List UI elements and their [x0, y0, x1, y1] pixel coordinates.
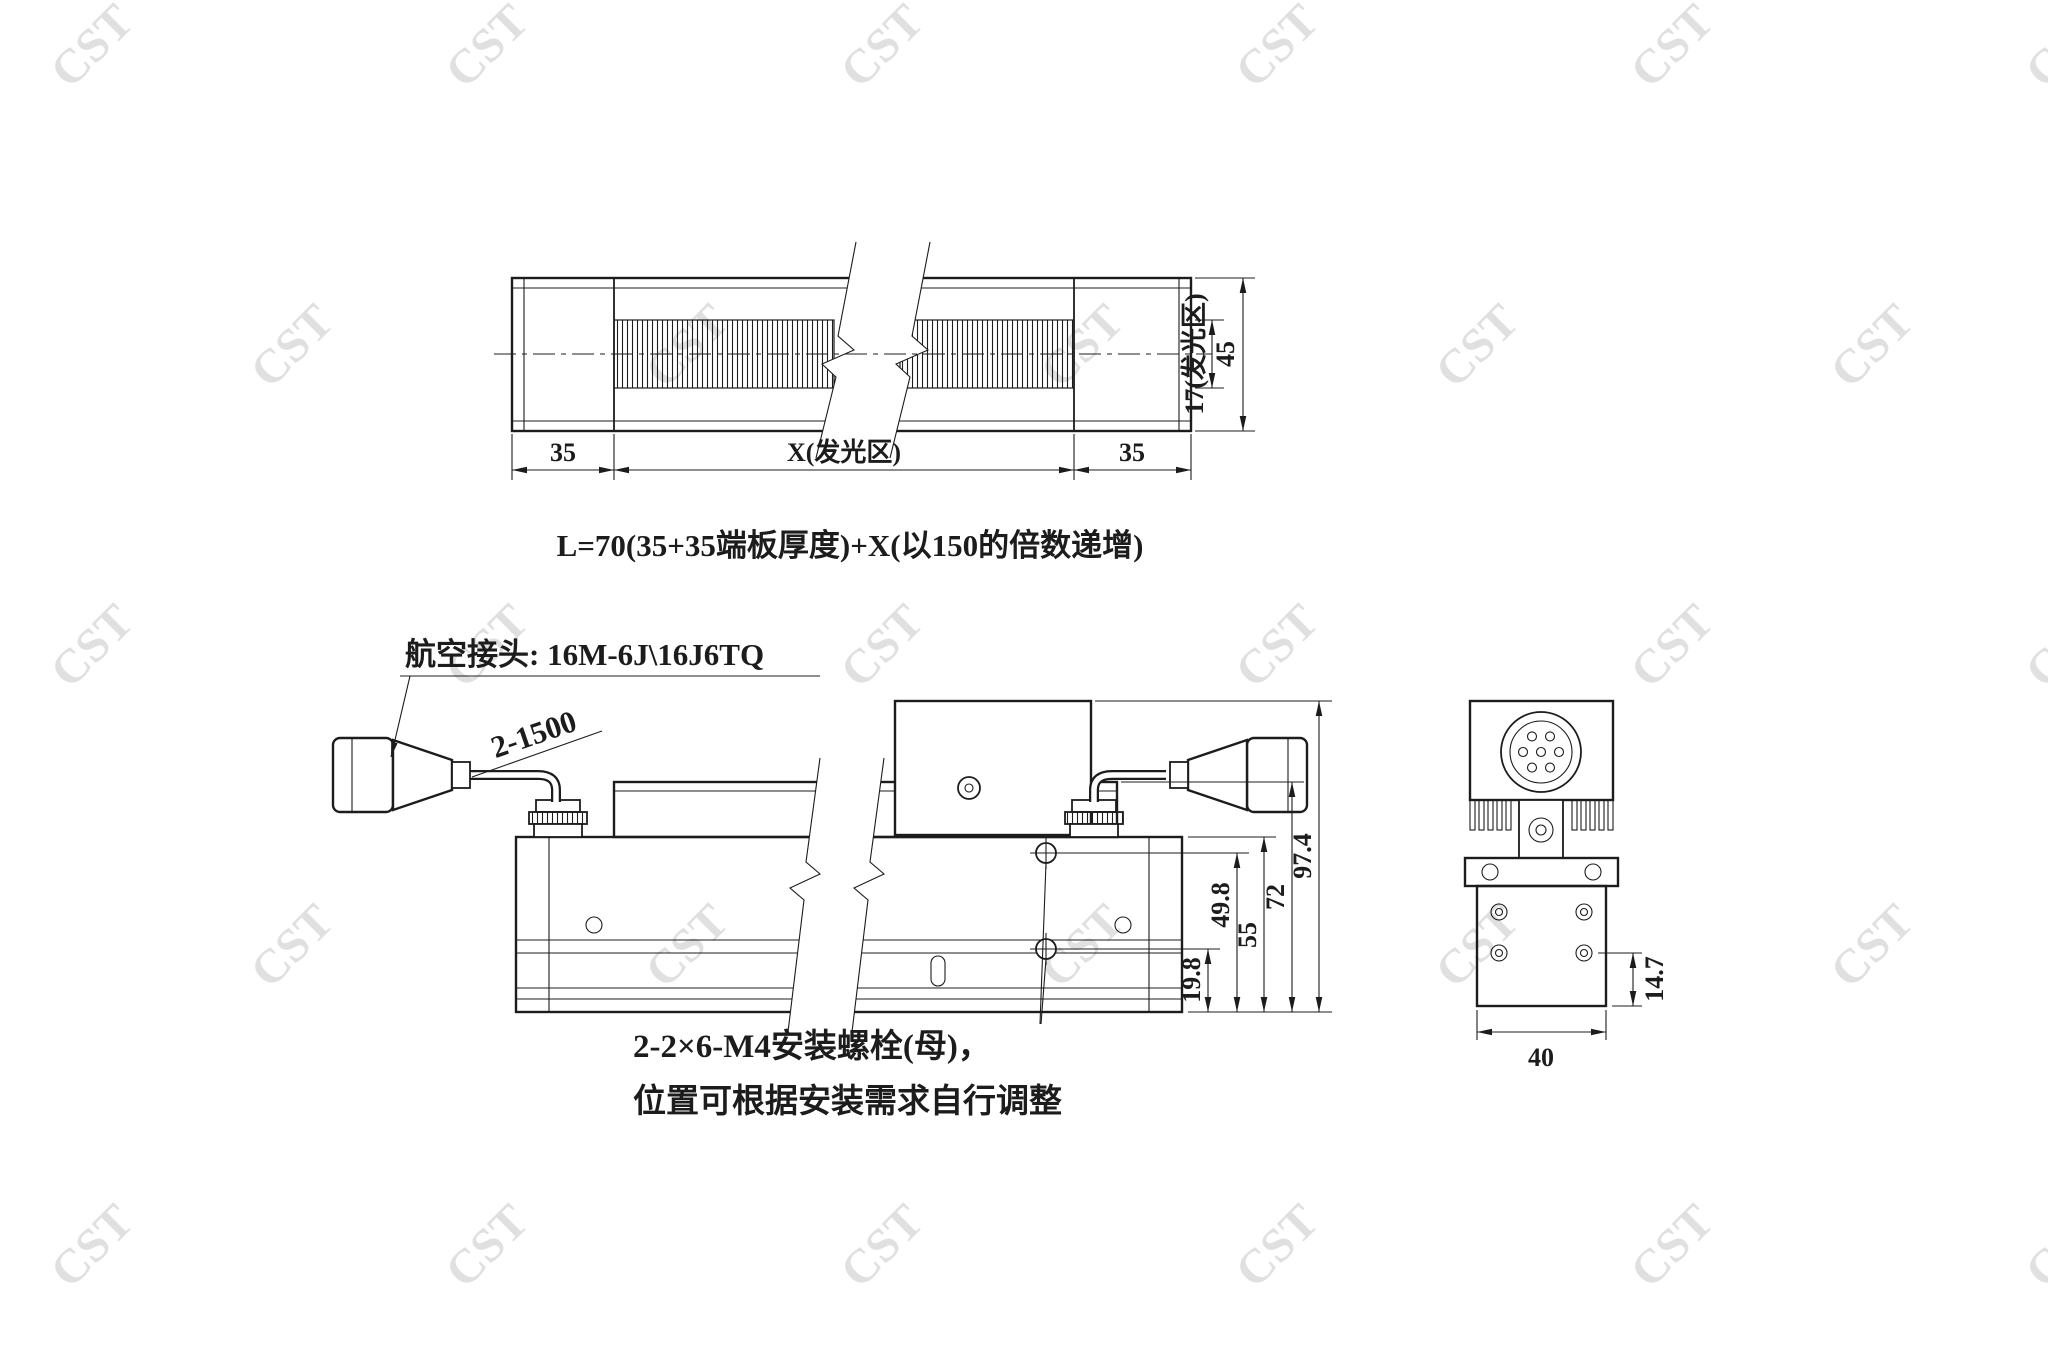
flange — [1463, 856, 1620, 888]
junction-box — [893, 699, 1093, 837]
cable-right — [1089, 770, 1166, 802]
dim-emitting-length: X(发光区) — [787, 437, 901, 467]
length-formula: L=70(35+35端板厚度)+X(以150的倍数递增) — [557, 528, 1144, 563]
watermark-text: CST — [435, 1194, 539, 1298]
top-view: 35 X(发光区) 35 17(发光区) 45 L=70(35+35端板厚度)+… — [494, 241, 1255, 563]
watermark-text: CST — [1225, 0, 1329, 98]
watermark-text: CST — [1820, 894, 1924, 998]
watermark-text: CST — [240, 294, 344, 398]
stem — [1518, 799, 1564, 859]
watermark-text: CST — [40, 0, 144, 98]
watermark-text: CST — [1820, 294, 1924, 398]
aviation-connector-left — [331, 736, 471, 814]
dim-bar-top: 72 — [1261, 884, 1290, 910]
cable-label-leader — [471, 730, 603, 778]
side-view-dimensions — [1062, 700, 1332, 1013]
dim-width: 40 — [1528, 1043, 1554, 1072]
watermark-text: CST — [1225, 594, 1329, 698]
cable-gland-left — [528, 799, 588, 838]
watermark-text: CST — [830, 0, 934, 98]
top-view-dimensions — [511, 277, 1255, 480]
end-view-dimensions — [1476, 952, 1642, 1040]
watermark-text: CST — [2015, 0, 2048, 98]
dim-bolt-upper: 49.8 — [1206, 882, 1235, 928]
end-view: 40 14.7 — [1463, 699, 1669, 1072]
bolt-note-line1: 2-2×6-M4安装螺栓(母)， — [633, 1028, 991, 1065]
watermark-text: CST — [1425, 294, 1529, 398]
watermark-text: CST — [830, 1194, 934, 1298]
watermark-text: CST — [830, 594, 934, 698]
watermark-text: CST — [40, 594, 144, 698]
watermark-text: CST — [240, 894, 344, 998]
break-symbol — [815, 241, 931, 459]
bolt-note-line2: 位置可根据安装需求自行调整 — [633, 1082, 1062, 1120]
dim-overall-height: 45 — [1211, 341, 1240, 367]
bolt-note-leaders — [1039, 862, 1047, 1025]
cable-gland-right — [1064, 799, 1124, 838]
aviation-connector-right — [1169, 736, 1309, 814]
dim-body-height: 55 — [1233, 922, 1262, 948]
dim-base-height: 14.7 — [1640, 956, 1669, 1002]
dim-emitting-height: 17(发光区) — [1179, 293, 1209, 414]
watermark-text: CST — [1225, 1194, 1329, 1298]
break-symbol — [787, 757, 886, 1033]
side-view: 航空接头: 16M-6J\16J6TQ 2-1500 19.8 49.8 55 … — [331, 637, 1332, 1120]
dim-right-end: 35 — [1119, 438, 1145, 467]
watermark-text: CST — [1620, 0, 1724, 98]
watermark-text: CST — [2015, 1194, 2048, 1298]
mounting-block — [1475, 884, 1608, 1008]
dim-left-end: 35 — [550, 438, 576, 467]
connector-label-leader — [390, 675, 820, 758]
heatsink-fins — [1469, 799, 1614, 831]
watermark-text: CST — [1620, 594, 1724, 698]
cable-left — [470, 770, 561, 802]
watermark-text: CST — [435, 0, 539, 98]
dim-bolt-lower: 19.8 — [1177, 957, 1206, 1003]
connector-label: 航空接头: 16M-6J\16J6TQ — [405, 637, 764, 672]
watermark-text: CST — [635, 894, 739, 998]
watermark-text: CST — [1620, 1194, 1724, 1298]
connector-head — [1468, 699, 1615, 802]
watermark-text: CST — [40, 1194, 144, 1298]
watermark-text: CST — [2015, 594, 2048, 698]
dim-overall-height: 97.4 — [1288, 833, 1317, 879]
